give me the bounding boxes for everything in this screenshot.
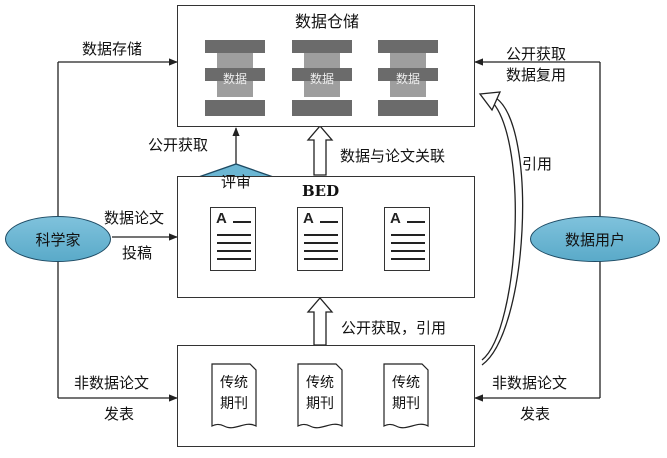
journal-icon: [211, 363, 257, 429]
label-public-access: 公开获取: [148, 136, 209, 154]
label-non-data-paper-left-1: 非数据论文: [74, 374, 150, 392]
journal-line1: 传统: [306, 375, 334, 391]
journal-line1: 传统: [392, 375, 420, 391]
scientist-label: 科学家: [35, 230, 81, 249]
hollow-arrow-data-paper-link: [306, 125, 334, 176]
scientist-node: 科学家: [5, 216, 111, 262]
database-label: 数据: [222, 72, 247, 86]
label-non-data-paper-right-1: 非数据论文: [492, 374, 568, 392]
label-data-storage: 数据存储: [82, 40, 143, 58]
label-public-access-reuse-2: 数据复用: [506, 66, 567, 84]
document-icon: A: [384, 207, 430, 271]
review-label: 评审: [220, 173, 251, 191]
journal-line1: 传统: [220, 375, 248, 391]
document-letter: A: [216, 210, 227, 227]
curved-cite-arrow-outline: [481, 97, 524, 366]
label-cite: 引用: [522, 155, 553, 173]
curved-cite-arrow-head: [478, 91, 502, 112]
database-icon: 数据: [292, 40, 352, 116]
label-data-paper-1: 数据论文: [104, 209, 165, 227]
document-letter: A: [303, 210, 314, 227]
label-data-paper-link: 数据与论文关联: [340, 147, 446, 165]
database-icon: 数据: [205, 40, 265, 116]
bed-title: BED: [302, 182, 340, 200]
label-public-access-reuse-1: 公开获取: [506, 45, 567, 63]
journal-label: 传统 期刊: [383, 374, 429, 434]
database-icon: 数据: [378, 40, 438, 116]
database-label: 数据: [395, 72, 420, 86]
document-icon: A: [297, 207, 343, 271]
data-user-label: 数据用户: [564, 230, 625, 249]
hollow-arrow-public-cite: [306, 297, 334, 346]
journal-line2: 期刊: [306, 396, 334, 412]
document-icon: A: [210, 207, 256, 271]
curved-cite-arrow: [481, 97, 516, 361]
journal-line2: 期刊: [392, 396, 420, 412]
warehouse-title: 数据仓储: [294, 12, 359, 31]
label-data-paper-2: 投稿: [122, 244, 153, 262]
document-letter: A: [390, 210, 401, 227]
journal-line2: 期刊: [220, 396, 248, 412]
journal-icon: [383, 363, 429, 429]
data-user-node: 数据用户: [530, 216, 660, 262]
label-non-data-paper-right-2: 发表: [520, 405, 551, 423]
journal-label: 传统 期刊: [211, 374, 257, 434]
label-public-access-cite: 公开获取，引用: [341, 319, 447, 337]
database-label: 数据: [309, 72, 334, 86]
journal-icon: [297, 363, 343, 429]
journal-label: 传统 期刊: [297, 374, 343, 434]
label-non-data-paper-left-2: 发表: [104, 405, 135, 423]
